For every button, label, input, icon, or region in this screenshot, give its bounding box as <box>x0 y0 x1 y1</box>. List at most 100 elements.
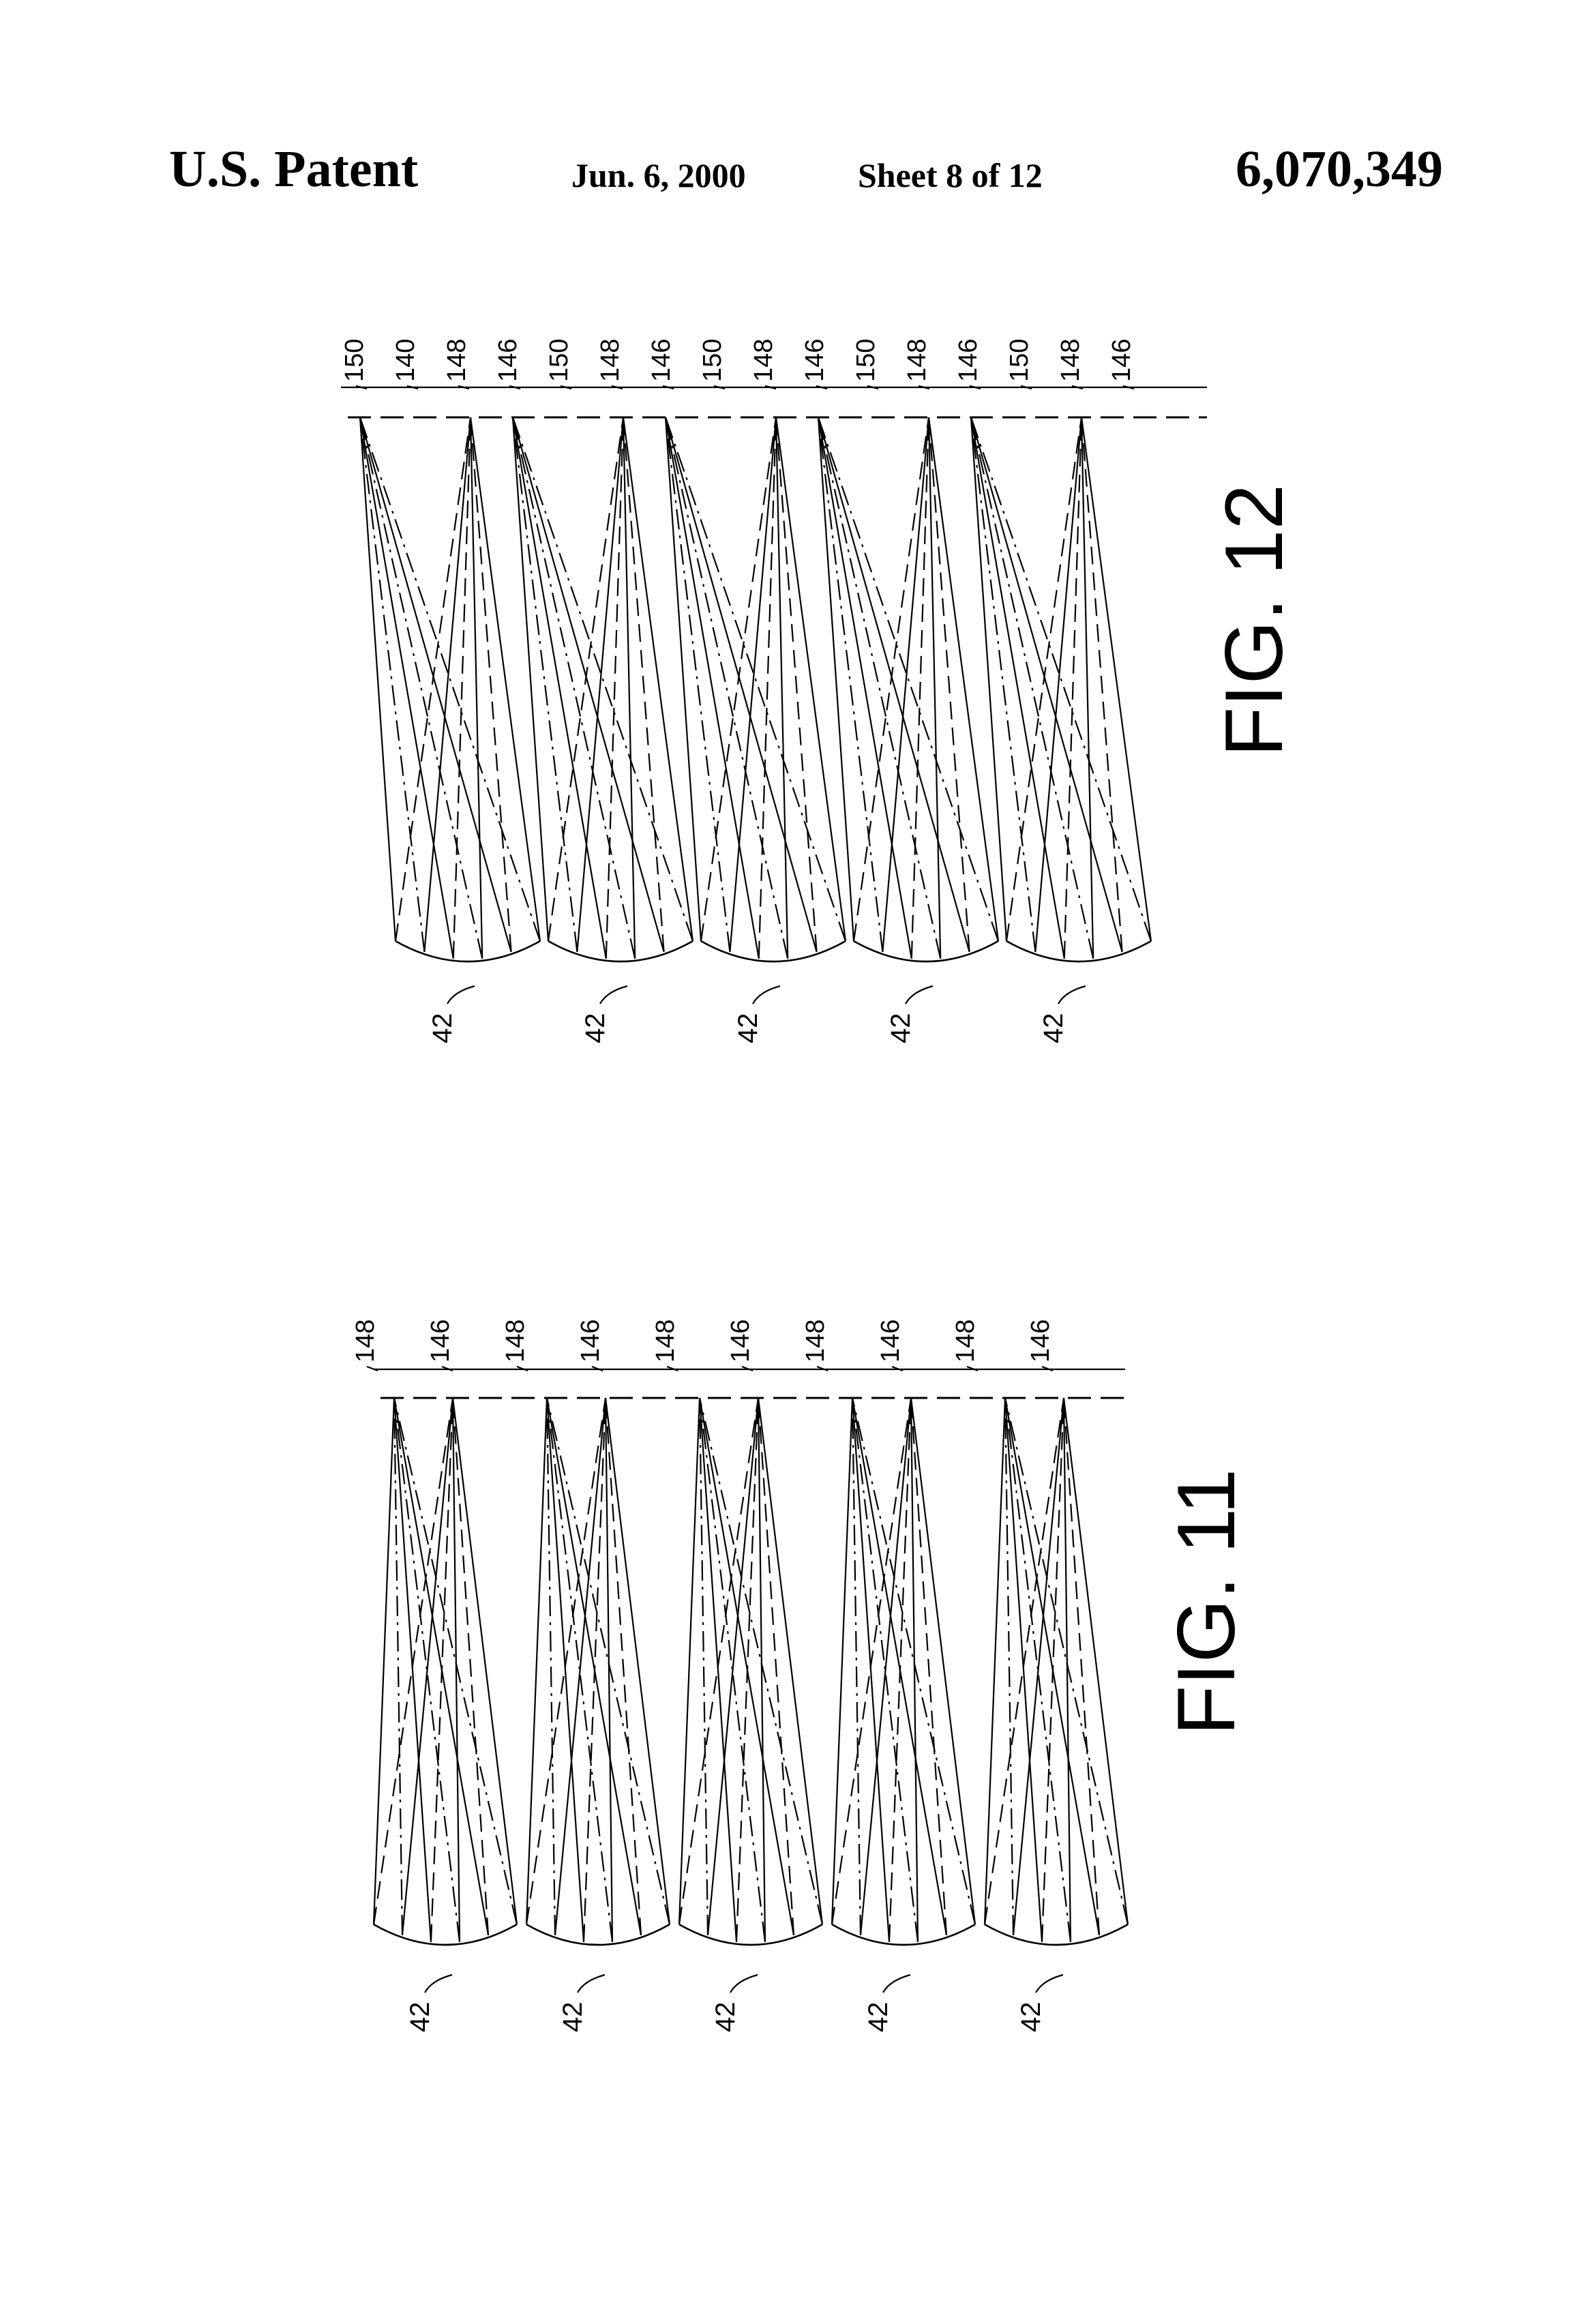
reference-label: 150 <box>852 339 880 390</box>
ray-line <box>757 1397 795 1935</box>
ray-line <box>1034 417 1083 952</box>
reference-number: 148 <box>951 1320 980 1362</box>
ray-line <box>576 417 625 952</box>
reference-label: 150 <box>1005 339 1034 390</box>
lens-label-leader <box>1035 1973 1064 1993</box>
reference-leader <box>966 1365 979 1372</box>
ray-line <box>1005 417 1083 942</box>
lens-arc <box>831 1923 976 1946</box>
ray-line <box>1004 1397 1129 1925</box>
ray-line <box>401 1397 454 1935</box>
reference-label: 140 <box>391 339 420 390</box>
reference-leader <box>366 1365 378 1372</box>
reference-leader <box>764 385 777 390</box>
ray-line <box>511 417 636 959</box>
reference-number: 150 <box>1005 339 1034 382</box>
ray-line <box>546 1397 614 1942</box>
ray-line <box>1063 417 1083 959</box>
ray-line <box>664 417 789 959</box>
lens-arc <box>548 940 693 963</box>
reference-label: 150 <box>545 339 573 390</box>
ray-line <box>469 417 541 942</box>
ray-line <box>851 1397 862 1935</box>
lens-assembly: 42 <box>511 417 694 1043</box>
reference-label: 146 <box>801 339 829 390</box>
ray-line <box>927 417 1000 942</box>
ray-line <box>817 417 970 953</box>
reference-leader <box>1041 1365 1054 1372</box>
reference-number: 146 <box>1107 339 1136 382</box>
lens-arc <box>984 1923 1129 1946</box>
ray-line <box>851 1397 891 1942</box>
reference-number: 150 <box>545 339 573 382</box>
reference-number: 146 <box>726 1320 755 1362</box>
reference-label: 146 <box>426 1320 455 1372</box>
reference-label: 148 <box>443 339 471 390</box>
lens-assembly: 42 <box>831 1397 976 2032</box>
ray-line <box>664 417 702 942</box>
lens-label-leader <box>882 1973 911 1993</box>
ray-line <box>851 1397 976 1925</box>
ray-line <box>775 417 847 942</box>
reference-label: 146 <box>576 1320 605 1372</box>
reference-leader <box>516 1365 528 1372</box>
lens-label: 42 <box>711 2002 741 2033</box>
ray-line <box>1080 417 1152 942</box>
ray-line <box>859 1397 912 1935</box>
reference-label: 146 <box>726 1320 755 1372</box>
lens-arc <box>373 1923 518 1946</box>
ray-line <box>393 1397 490 1936</box>
reference-label: 148 <box>951 1320 980 1372</box>
ray-line <box>451 1397 518 1925</box>
sheet-number: Sheet 8 of 12 <box>858 156 1043 194</box>
ray-line <box>511 417 694 942</box>
reference-number: 148 <box>596 339 625 382</box>
reference-leader <box>816 1365 829 1372</box>
ray-line <box>927 417 942 959</box>
lens-label: 42 <box>1016 2002 1046 2033</box>
ray-line <box>451 1397 461 1942</box>
lens-label-leader <box>577 1973 606 1993</box>
lens-arc <box>1006 940 1152 963</box>
reference-number: 140 <box>391 339 420 382</box>
ray-line <box>664 417 731 953</box>
lens-label-leader <box>447 985 475 1004</box>
ray-line <box>910 417 930 959</box>
ray-line <box>604 1397 614 1942</box>
reference-number: 148 <box>903 339 931 382</box>
reference-leader <box>406 385 419 390</box>
lens-assembly: 42 <box>970 417 1152 1044</box>
ray-line <box>698 1397 766 1942</box>
ray-line <box>469 417 512 952</box>
reference-label: 150 <box>340 339 369 390</box>
ray-line <box>817 417 942 959</box>
lens-assembly: 42 <box>817 417 1000 1043</box>
ray-line <box>393 1397 518 1925</box>
ray-line <box>525 1397 548 1925</box>
ray-line <box>678 1397 760 1925</box>
reference-label: 148 <box>651 1320 680 1372</box>
reference-number: 146 <box>426 1320 455 1362</box>
reference-leader <box>741 1365 753 1372</box>
ray-line <box>1080 417 1123 952</box>
lens-assembly: 42 <box>664 417 847 1043</box>
lens-label: 42 <box>1039 1013 1069 1044</box>
ray-line <box>817 417 855 942</box>
ray-line <box>698 1397 738 1942</box>
ray-line <box>1062 1397 1072 1942</box>
reference-leader <box>666 1365 678 1372</box>
ray-line <box>359 417 397 942</box>
ray-line <box>851 1397 948 1936</box>
ray-line <box>700 417 777 942</box>
ray-line <box>1004 1397 1015 1935</box>
ray-line <box>511 417 578 953</box>
ray-line <box>511 417 550 942</box>
reference-label: 146 <box>1026 1320 1055 1372</box>
reference-number: 150 <box>852 339 880 382</box>
lens-assembly: 42 <box>983 1397 1129 2033</box>
ray-line <box>359 417 483 959</box>
ray-line <box>698 1397 824 1925</box>
lens-label-leader <box>752 985 781 1004</box>
reference-leader <box>560 385 572 390</box>
